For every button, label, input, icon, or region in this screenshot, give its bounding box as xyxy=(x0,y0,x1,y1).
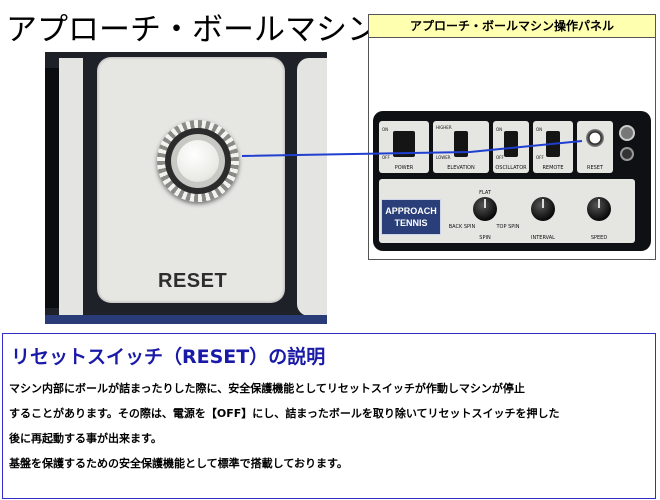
panel-bezel-left xyxy=(59,58,83,316)
spin-flat-label: FLAT xyxy=(479,190,491,196)
switch-power[interactable]: ON OFF POWER xyxy=(379,121,429,173)
description-title: リセットスイッチ（RESET）の説明 xyxy=(11,346,326,368)
switch-oscillator-on-label: ON xyxy=(496,127,503,132)
speed-label: SPEED xyxy=(590,235,608,241)
power-rocker[interactable] xyxy=(393,131,415,157)
switch-remote-on-label: ON xyxy=(536,127,543,132)
control-panel-photo: ON OFF POWER HIGHER LOWER ELEVATION ON O… xyxy=(373,111,651,251)
spin-knob[interactable] xyxy=(473,197,497,221)
fuse-holder xyxy=(620,147,634,161)
switch-remote-label: REMOTE xyxy=(542,165,564,171)
reset-button-ring xyxy=(165,128,231,194)
interval-label: INTERVAL xyxy=(531,235,555,241)
logo-line2: TENNIS xyxy=(394,218,428,228)
approach-tennis-logo: APPROACH TENNIS xyxy=(381,199,441,235)
panel-bezel-right xyxy=(297,58,327,316)
switch-oscillator-label: OSCILLATOR xyxy=(495,165,527,171)
switch-oscillator-off-label: OFF xyxy=(496,155,504,160)
reset-button-knurled-nut xyxy=(157,120,239,202)
switch-elevation-label: ELEVATION xyxy=(447,165,475,171)
reset-button-closeup-photo xyxy=(45,52,327,324)
operation-panel-box: アプローチ・ボールマシン操作パネル ON OFF POWER HIGHER LO… xyxy=(368,14,656,260)
elevation-toggle[interactable] xyxy=(454,131,468,157)
switch-power-off-label: OFF xyxy=(382,155,390,160)
reset-button-small[interactable] xyxy=(586,129,604,147)
switch-reset[interactable]: RESET xyxy=(577,121,613,173)
switch-power-label: POWER xyxy=(394,165,414,171)
switch-remote[interactable]: ON OFF REMOTE xyxy=(533,121,573,173)
speed-knob[interactable] xyxy=(587,197,611,221)
interval-knob[interactable] xyxy=(531,197,555,221)
panel-slot xyxy=(45,68,61,308)
remote-toggle[interactable] xyxy=(546,131,560,157)
indicator-lamp xyxy=(619,125,635,141)
reset-pushbutton[interactable] xyxy=(177,140,219,182)
switch-elevation-lower-label: LOWER xyxy=(436,155,451,160)
panel-bottom-edge xyxy=(45,315,327,324)
spin-top-label: TOP SPIN xyxy=(496,224,520,230)
operation-panel-title: アプローチ・ボールマシン操作パネル xyxy=(369,15,655,38)
switch-power-on-label: ON xyxy=(382,127,389,132)
switch-elevation-higher-label: HIGHER xyxy=(436,125,452,130)
switch-reset-label: RESET xyxy=(586,165,604,171)
description-line-2: することがあります。その際は、電源を【OFF】にし、詰まったボールを取り除いてリ… xyxy=(9,407,560,420)
reset-button-inner-ring xyxy=(171,134,225,188)
description-box: リセットスイッチ（RESET）の説明 マシン内部にボールが詰まったりした際に、安… xyxy=(2,333,656,499)
description-line-1: マシン内部にボールが詰まったりした際に、安全保護機能としてリセットスイッチが作動… xyxy=(9,382,525,395)
description-line-4: 基盤を保護するための安全保護機能として標準で搭載しております。 xyxy=(9,457,348,470)
switch-elevation[interactable]: HIGHER LOWER ELEVATION xyxy=(433,121,489,173)
page-title: アプローチ・ボールマシン xyxy=(6,12,378,48)
oscillator-toggle[interactable] xyxy=(504,131,518,157)
switch-oscillator[interactable]: ON OFF OSCILLATOR xyxy=(493,121,529,173)
spin-label: SPIN xyxy=(479,235,491,241)
spin-back-label: BACK SPIN xyxy=(448,224,476,230)
logo-line1: APPROACH xyxy=(385,206,437,216)
switch-remote-off-label: OFF xyxy=(536,155,544,160)
reset-label-closeup: RESET xyxy=(158,270,228,292)
description-line-3: 後に再起動する事が出来ます。 xyxy=(9,432,162,445)
